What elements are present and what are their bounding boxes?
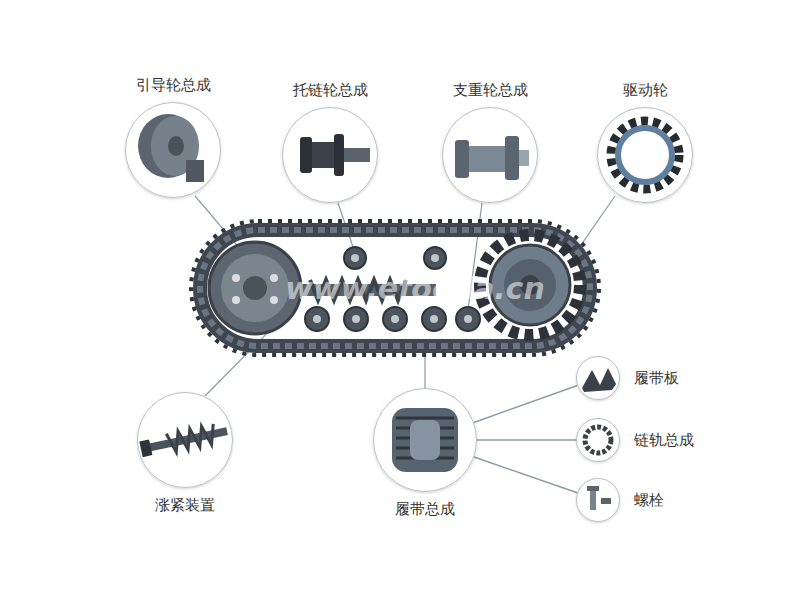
circle-frame (576, 356, 620, 400)
part-label: 履带板 (634, 369, 679, 387)
leader-lines (195, 196, 615, 396)
part-circle: 履带总成 (373, 388, 477, 518)
part-label: 履带总成 (395, 500, 455, 518)
track-roller-picture (455, 136, 529, 180)
part-circle: 驱动轮 (597, 81, 693, 203)
circle-frame (373, 388, 477, 492)
tensioner-picture (139, 421, 229, 459)
bolt-picture (587, 486, 611, 510)
part-label: 支重轮总成 (453, 81, 528, 99)
part-circle: 引导轮总成 (125, 76, 221, 198)
leader-connector (474, 385, 577, 422)
part-label: 螺栓 (634, 491, 664, 509)
carrier-rollers (344, 247, 446, 269)
part-circle: 支重轮总成 (442, 81, 538, 203)
circle-frame (442, 107, 538, 203)
circle-frame (137, 392, 233, 488)
carrier-roller-picture (300, 134, 370, 176)
part-label: 涨紧装置 (155, 496, 215, 514)
track-shoe-picture (582, 368, 616, 392)
part-grounds (125, 102, 693, 522)
part-circle: 螺栓 (576, 478, 664, 522)
part-circle: 链轨总成 (576, 418, 694, 462)
part-label: 引导轮总成 (136, 76, 211, 94)
sprocket-picture (611, 121, 679, 189)
circle-frame (597, 107, 693, 203)
part-circle: 涨紧装置 (137, 392, 233, 514)
track-chain (191, 221, 599, 355)
part-circle: 履带板 (576, 356, 679, 400)
part-label: 托链轮总成 (293, 81, 368, 99)
idler-picture (138, 114, 204, 182)
circle-frame (282, 107, 378, 203)
circle-frame (125, 102, 221, 198)
watermark: www.efooda.cn (285, 271, 545, 306)
leader-connector (477, 439, 576, 441)
leader-connector (474, 457, 577, 493)
track-assembly-picture (392, 408, 458, 472)
track-link-picture (585, 427, 611, 453)
circle-frame (576, 418, 620, 462)
part-label: 链轨总成 (634, 431, 694, 449)
track-rollers (305, 307, 480, 331)
part-label: 驱动轮 (623, 81, 668, 99)
circle-frame (576, 478, 620, 522)
part-circle: 托链轮总成 (282, 81, 378, 203)
